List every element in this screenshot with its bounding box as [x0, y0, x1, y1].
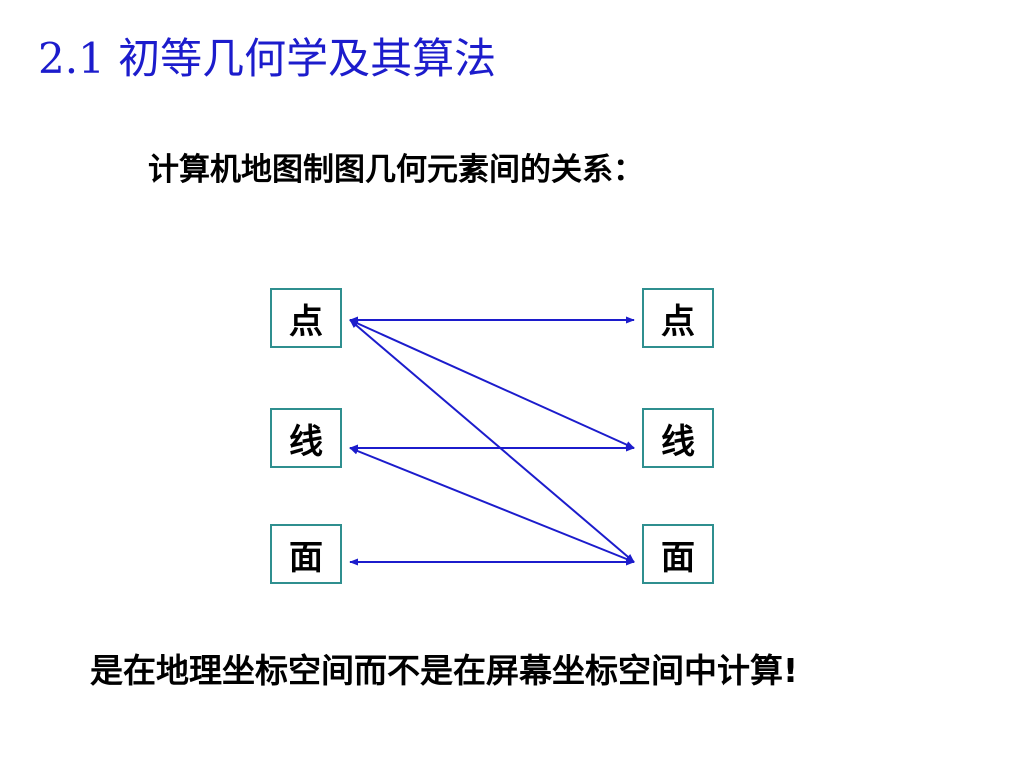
left-box-area: 面 [270, 524, 342, 584]
left-box-point: 点 [270, 288, 342, 348]
subtitle: 计算机地图制图几何元素间的关系： [148, 152, 644, 188]
page-title: 2.1 初等几何学及其算法 [38, 34, 497, 83]
relation-arrow [349, 319, 635, 563]
relation-arrow [349, 447, 635, 563]
right-box-line: 线 [642, 408, 714, 468]
right-box-area: 面 [642, 524, 714, 584]
footer-note: 是在地理坐标空间而不是在屏幕坐标空间中计算! [90, 651, 799, 690]
left-box-line: 线 [270, 408, 342, 468]
right-box-point: 点 [642, 288, 714, 348]
relation-arrow [349, 319, 635, 449]
